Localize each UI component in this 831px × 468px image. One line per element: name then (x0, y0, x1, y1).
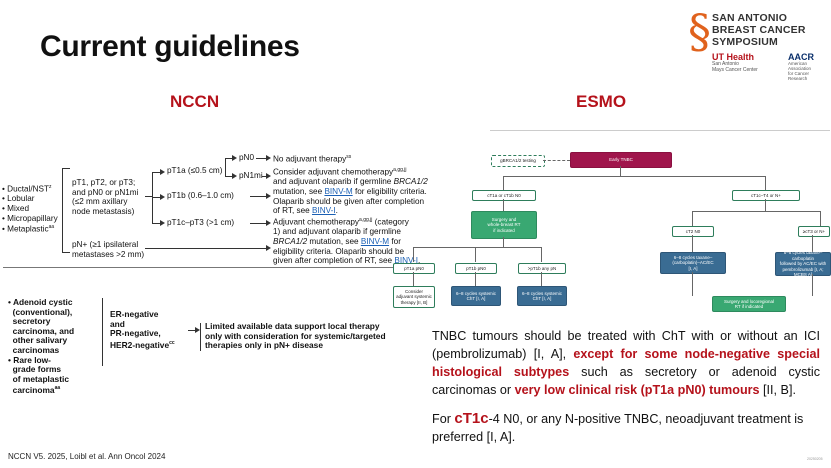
taxane-box-1: 6–8 cycles taxane–(carboplatin)–AC/EC[I,… (660, 252, 726, 274)
early-tnbc-box: Early TNBC (570, 152, 672, 168)
binv-i-link-2[interactable]: BINV-I (394, 256, 419, 266)
page-code: 20250205 (807, 457, 823, 461)
nccn-heading: NCCN (170, 92, 220, 111)
logo-line2: BREAST CANCER (712, 24, 806, 36)
ct2-n0-box: cT2 N0 (672, 226, 714, 237)
gbrca-testing-box: gBRCA1/2 testing (491, 155, 545, 167)
pn0-label: pN0 (239, 153, 255, 162)
ct1c-nplus-box: cT1c–T4 or N+ (732, 190, 800, 201)
logo-line1: SAN ANTONIO (712, 12, 788, 24)
page-title: Current guidelines (40, 30, 300, 63)
node-small-label: pT1, pT2, or pT3;and pN0 or pN1mi(≤2 mm … (72, 178, 139, 216)
ct3-nplus-box: ≥cT3 or N+ (798, 226, 830, 237)
consider-adjuvant-text: Consider adjuvant chemotherapya,gg,jj an… (273, 167, 428, 216)
no-adjuvant-text: No adjuvant therapyss (273, 154, 352, 164)
adjuvant-chemo-text: Adjuvant chemotherapya,gg,jj (category 1… (273, 217, 421, 266)
sabcs-logo: § SAN ANTONIO BREAST CANCER SYMPOSIUM UT… (688, 6, 828, 84)
histology-list: • Ductal/NSTz • Lobular • Mixed • Microp… (2, 184, 58, 234)
pt1c-label: pT1c–pT3 (>1 cm) (167, 218, 235, 227)
pt1b-pn0-box: pT1b pN0 (455, 263, 497, 274)
footer-citation: NCCN V5. 2025, Loibl et al. Ann Oncol 20… (8, 452, 166, 461)
pt1a-pn0-box: pT1a pN0 (393, 263, 435, 274)
ct1-n0-box: cT1a or cT1b N0 (472, 190, 536, 201)
pt1a-label: pT1a (≤0.5 cm) (167, 166, 223, 175)
logo-line3: SYMPOSIUM (712, 36, 778, 48)
aacr-logo: AACR (788, 52, 814, 62)
pt1c-any-pn-box: >pT1b any pN (518, 263, 566, 274)
binv-m-link-2[interactable]: BINV-M (360, 236, 390, 246)
esmo-heading: ESMO (576, 92, 627, 111)
limited-data-text: Limited available data support local the… (205, 321, 386, 351)
binv-i-link[interactable]: BINV-I (312, 206, 336, 216)
ribbon-icon: § (688, 4, 711, 58)
ut-health-logo: UT Health (712, 52, 755, 62)
pn1mi-label: pN1mi (239, 171, 263, 180)
neoadjuvant-paragraph: For cT1c-4 N0, or any N-positive TNBC, n… (432, 410, 804, 444)
pt1b-label: pT1b (0.6–1.0 cm) (167, 191, 234, 200)
binv-m-link[interactable]: BINV-M (324, 186, 353, 196)
tnbc-paragraph: TNBC tumours should be treated with ChT … (432, 329, 820, 397)
rare-histology-list: • Adenoid cystic (conventional), secreto… (8, 297, 75, 396)
